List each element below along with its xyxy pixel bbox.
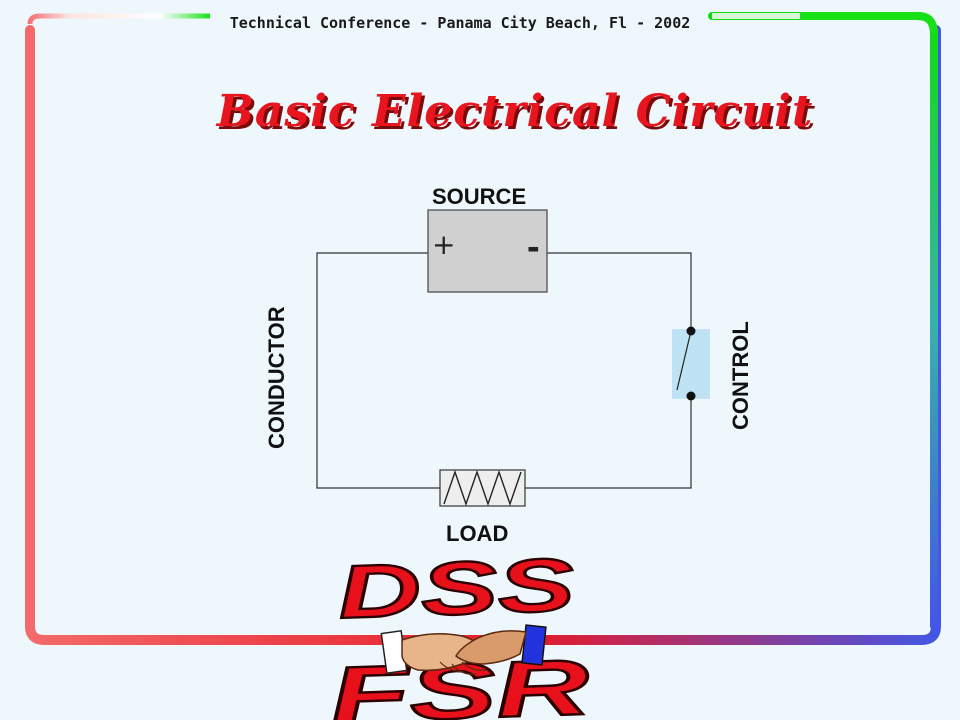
load-label: LOAD [446, 521, 509, 546]
dss-fsr-logo: DSS FSR [325, 541, 595, 720]
source-battery-box [427, 209, 548, 293]
logo-bottom-text: FSR [326, 643, 592, 720]
slide-title: Basic Electrical Circuit [216, 86, 814, 137]
positive-terminal-label: + [432, 228, 456, 261]
control-label: CONTROL [728, 321, 753, 430]
resistor-icon [439, 469, 526, 507]
conference-header: Technical Conference - Panama City Beach… [229, 14, 691, 32]
switch-icon [672, 326, 710, 401]
negative-terminal-label: - [527, 226, 540, 268]
handshake-icon [380, 624, 547, 675]
logo-top-text: DSS [334, 542, 577, 634]
circuit-wires [316, 252, 692, 489]
conductor-label: CONDUCTOR [264, 306, 289, 449]
source-label: SOURCE [432, 184, 527, 209]
